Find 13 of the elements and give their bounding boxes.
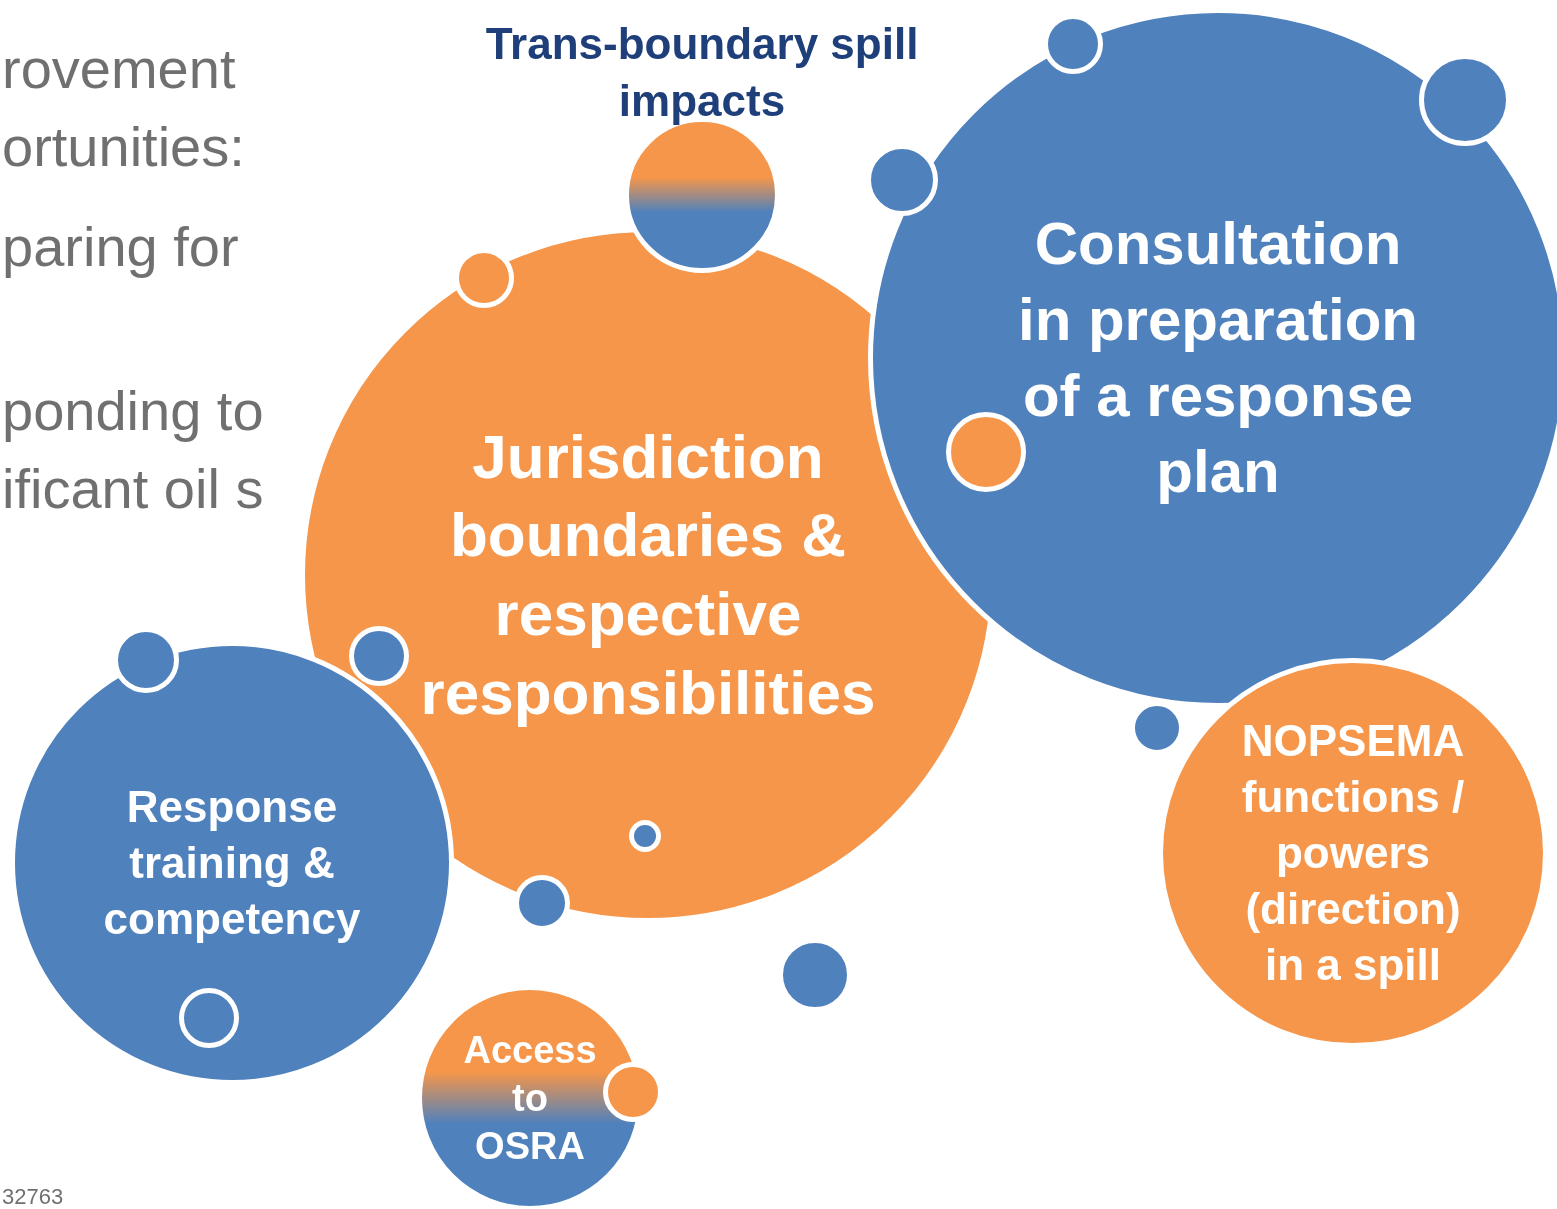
bubble <box>629 820 661 852</box>
bubble-heading: Trans-boundary spill impacts <box>484 18 920 128</box>
bubble <box>349 626 409 686</box>
bubble-text: NOPSEMA functions / powers (direction) in a spill <box>1240 715 1466 991</box>
body-text: ponding to ificant oil s <box>2 378 265 523</box>
bubble-text: Access to OSRA <box>462 1027 598 1170</box>
bubble-text: Response training & competency <box>102 781 362 945</box>
bubble-text: Consultation in preparation of a response plan <box>1016 208 1420 508</box>
bubble-text: Jurisdiction boundaries & respective responsibilities <box>419 420 877 729</box>
body-text: rovement ortunities: <box>2 36 246 181</box>
bubble <box>179 988 239 1048</box>
body-text: paring for <box>2 214 240 280</box>
page-number: 32763 <box>2 1183 65 1209</box>
